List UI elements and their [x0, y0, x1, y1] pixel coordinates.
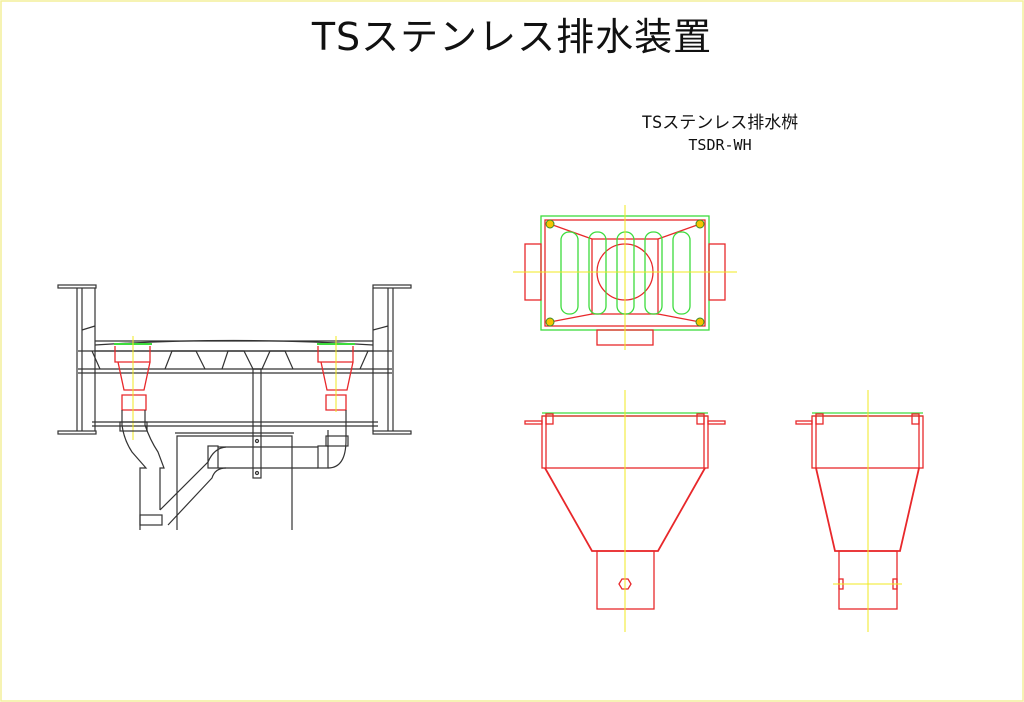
catch-basin-plan-view	[513, 205, 737, 350]
product-code: TSDR-WH	[688, 136, 752, 154]
steel-columns	[57, 284, 412, 435]
drawing-title: TSステンレス排水装置	[311, 15, 713, 59]
drain-right	[317, 336, 355, 412]
catch-basin-front-elevation	[524, 390, 726, 632]
drain-piping	[119, 368, 349, 530]
product-name: TSステンレス排水桝	[641, 113, 799, 133]
drain-left	[114, 336, 152, 440]
catch-basin-side-elevation	[795, 390, 924, 632]
bolt-icons	[545, 219, 705, 327]
hex-nut-icon	[618, 578, 632, 590]
installation-section-view	[57, 284, 412, 530]
floor-slab-and-deck	[78, 339, 392, 427]
